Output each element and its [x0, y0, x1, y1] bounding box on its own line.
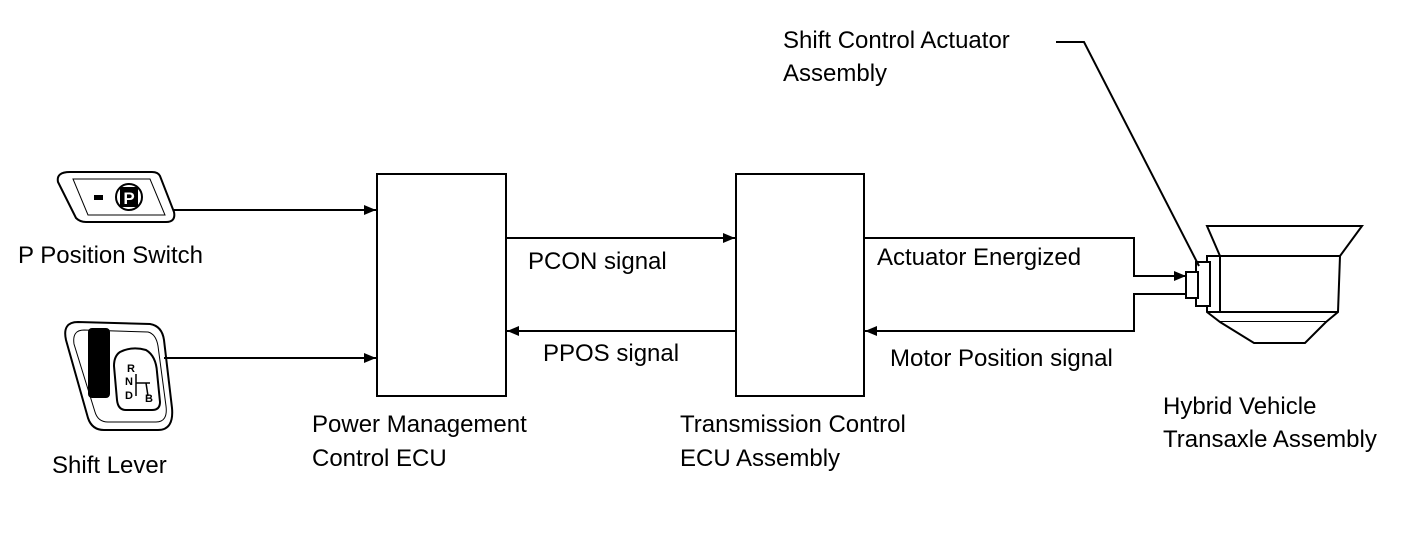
transaxle-assembly-icon: [1205, 225, 1364, 344]
shift-control-actuator-icon: [1185, 261, 1211, 307]
gate-d: D: [125, 390, 133, 402]
actuator-leader-line: [1056, 41, 1200, 267]
tc-ecu-label-line1: Transmission Control: [680, 411, 906, 438]
gate-n: N: [125, 376, 133, 388]
gate-r: R: [127, 363, 135, 375]
transaxle-label-line1: Hybrid Vehicle: [1163, 393, 1316, 420]
pm-ecu-label-line2: Control ECU: [312, 445, 447, 472]
actuator-energized-label: Actuator Energized: [877, 244, 1081, 271]
p-position-switch-label: P Position Switch: [18, 242, 203, 269]
power-management-ecu-box: [376, 173, 507, 397]
actuator-label-line1: Shift Control Actuator: [783, 27, 1010, 54]
transmission-control-ecu-box: [735, 173, 865, 397]
shift-lever-icon: R N D B: [64, 320, 174, 431]
shift-lever-label: Shift Lever: [52, 452, 167, 479]
transaxle-label-line2: Transaxle Assembly: [1163, 426, 1377, 453]
motor-position-wire: [865, 293, 1188, 336]
pm-ecu-label-line1: Power Management: [312, 411, 527, 438]
tc-ecu-label-line2: ECU Assembly: [680, 445, 840, 472]
actuator-energized-wire: [864, 237, 1186, 281]
gate-b: B: [145, 393, 153, 405]
ppos-signal-label: PPOS signal: [543, 340, 679, 367]
p-position-switch-icon: P: [56, 171, 176, 223]
motor-position-label: Motor Position signal: [890, 345, 1113, 372]
pcon-signal-label: PCON signal: [528, 248, 667, 275]
p-button-glyph: P: [123, 189, 134, 208]
actuator-label-line2: Assembly: [783, 60, 887, 87]
